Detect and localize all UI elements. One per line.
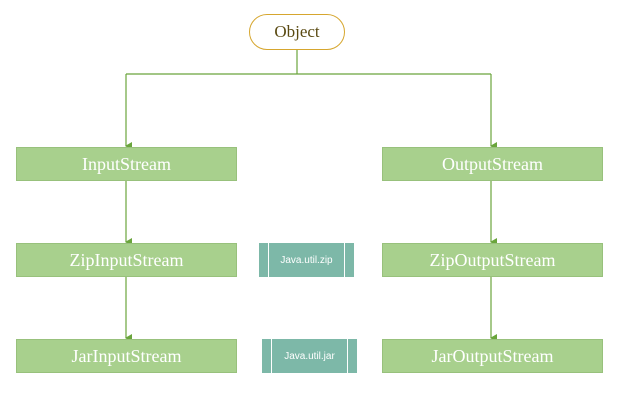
node-outputstream: OutputStream xyxy=(382,147,603,181)
node-jarinputstream: JarInputStream xyxy=(16,339,237,373)
node-jaroutputstream: JarOutputStream xyxy=(382,339,603,373)
node-zipoutputstream: ZipOutputStream xyxy=(382,243,603,277)
package-label-zip: Java.util.zip xyxy=(259,243,354,277)
node-inputstream: InputStream xyxy=(16,147,237,181)
root-node-object: Object xyxy=(249,14,345,50)
package-label-jar: Java.util.jar xyxy=(262,339,357,373)
node-zipinputstream: ZipInputStream xyxy=(16,243,237,277)
